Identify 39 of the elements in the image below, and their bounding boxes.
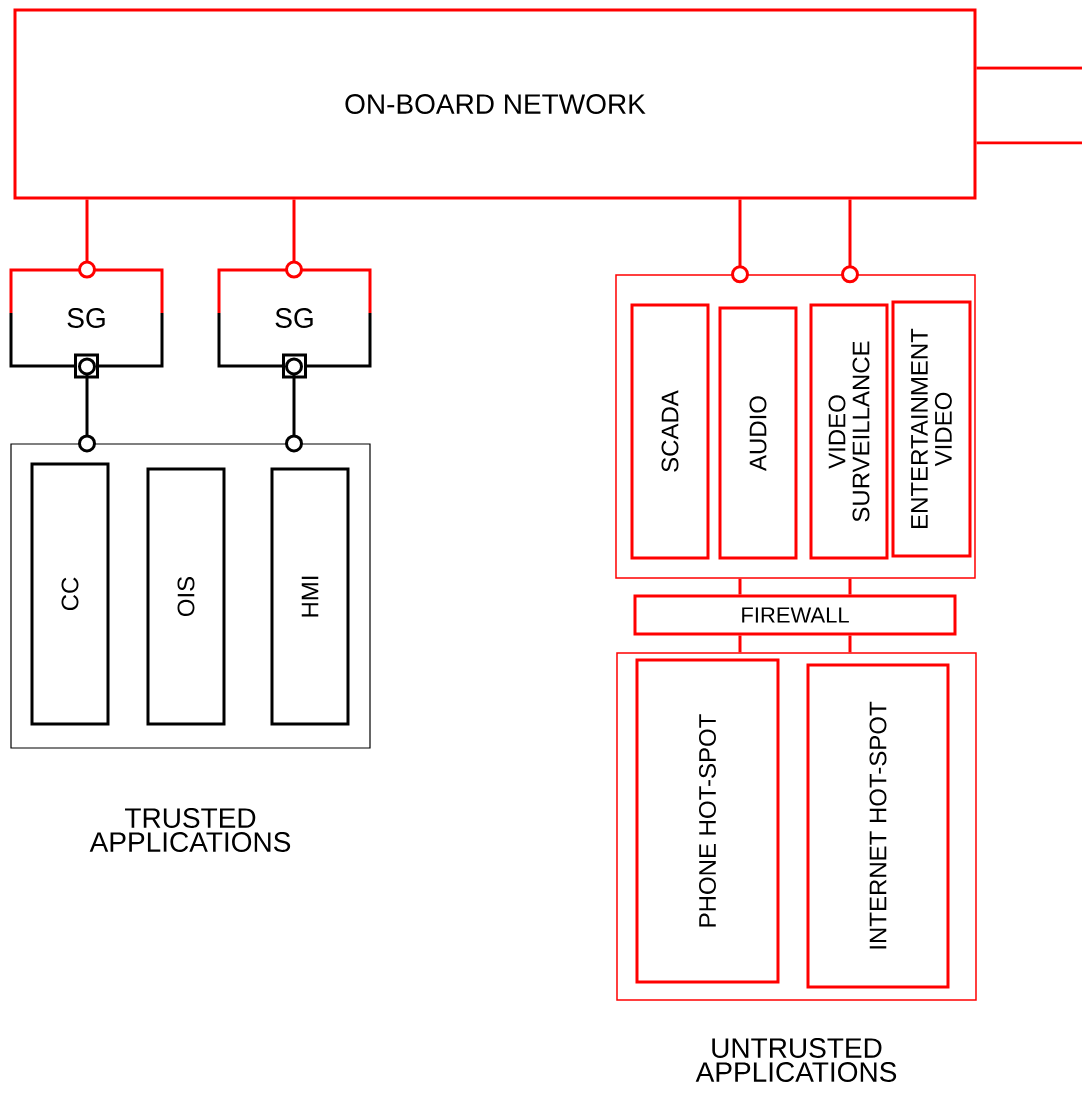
box-label: CC	[61, 577, 79, 611]
node-label: SG	[67, 308, 105, 328]
application-box	[630, 303, 710, 560]
application-box	[809, 303, 889, 560]
connector	[848, 578, 852, 595]
group-heading: UNTRUSTED APPLICATIONS	[695, 1038, 897, 1082]
box-label: VIDEO SURVEILLANCE	[828, 341, 870, 522]
connector	[285, 357, 303, 453]
application-group-box	[615, 274, 976, 579]
connector	[738, 578, 742, 595]
application-box	[270, 467, 350, 726]
application-box	[718, 306, 798, 560]
application-box	[635, 658, 780, 984]
box-label: ENTERTAINMENT VIDEO	[911, 328, 952, 528]
connector	[78, 199, 96, 279]
application-group-box	[616, 652, 977, 1001]
application-box	[891, 300, 972, 558]
box-label: SCADA	[661, 390, 679, 472]
box-label: HMI	[301, 576, 319, 617]
connector	[285, 199, 303, 279]
network-box: ON-BOARD NETWORK	[13, 8, 977, 200]
connector	[976, 141, 1082, 145]
connector	[841, 199, 859, 284]
connector	[738, 635, 742, 653]
application-group-box	[10, 443, 371, 749]
application-box	[806, 663, 950, 989]
connector	[731, 199, 749, 284]
node-label: SG	[275, 308, 313, 328]
network-box: FIREWALL	[633, 594, 957, 636]
application-box	[30, 462, 110, 726]
application-box	[146, 467, 226, 726]
box-label: INTERNET HOT-SPOT	[869, 701, 887, 949]
box-label: PHONE HOT-SPOT	[699, 714, 716, 927]
connector	[848, 635, 852, 653]
connector	[976, 66, 1082, 70]
group-heading: TRUSTED APPLICATIONS	[89, 808, 291, 852]
connector	[78, 357, 96, 453]
box-label: OIS	[177, 576, 195, 617]
box-label: AUDIO	[749, 396, 767, 471]
